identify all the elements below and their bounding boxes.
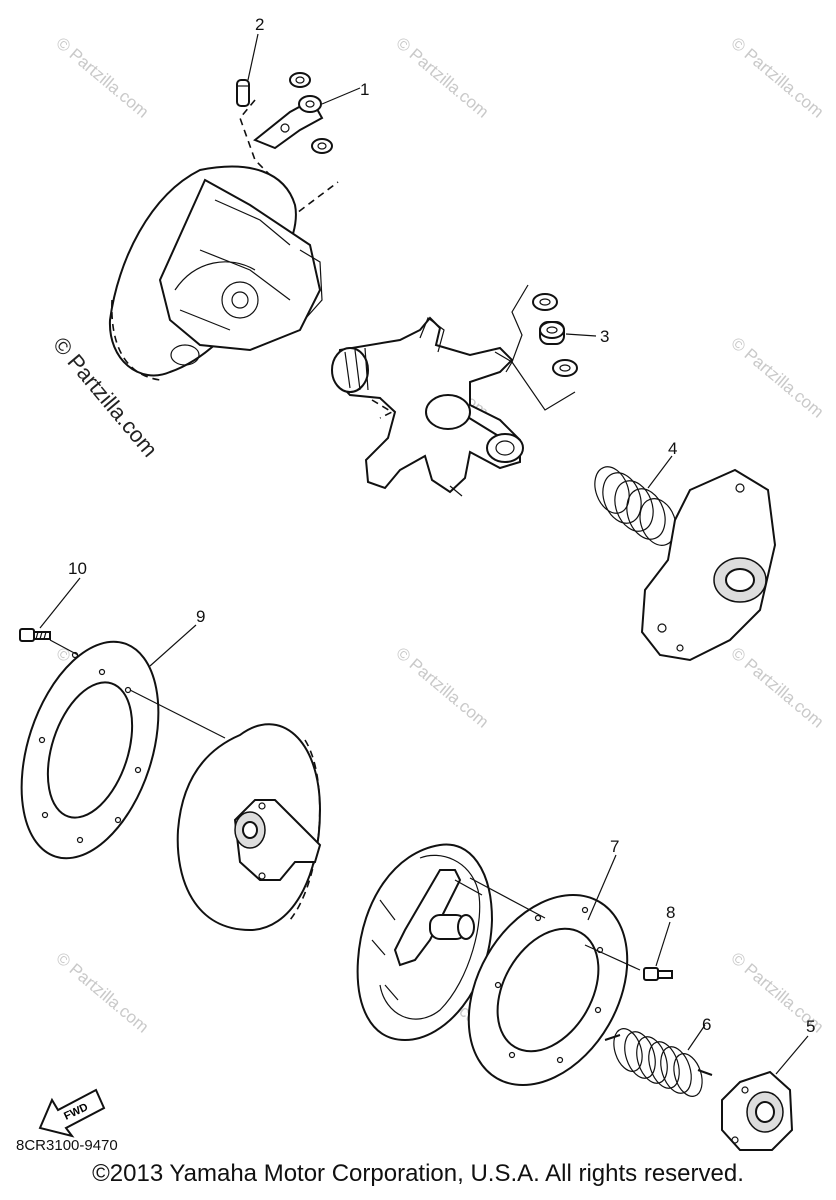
sliding-sheave[interactable] xyxy=(356,843,494,1042)
part-8-bolt[interactable] xyxy=(643,967,673,981)
leader-line xyxy=(39,577,81,629)
watermark: © Partzilla.com xyxy=(392,644,492,732)
leader-line xyxy=(149,624,197,667)
watermark: © Partzilla.com xyxy=(392,34,492,122)
diagram-code: 8CR3100-9470 xyxy=(16,1137,118,1154)
callout-3: 3 xyxy=(600,327,609,346)
leader-line xyxy=(655,921,671,967)
part-10-bolt[interactable] xyxy=(19,628,51,642)
part-4-spring[interactable] xyxy=(589,462,682,550)
part-2-pin[interactable] xyxy=(236,79,250,107)
callout-7: 7 xyxy=(610,837,619,856)
callout-10: 10 xyxy=(68,559,87,578)
callout-9: 9 xyxy=(196,607,205,626)
part-1-weight-arm[interactable] xyxy=(253,72,333,154)
part-6-spring[interactable] xyxy=(604,1025,713,1100)
callout-6: 6 xyxy=(702,1015,711,1034)
assembly-line xyxy=(469,877,546,919)
spider-hub[interactable] xyxy=(331,316,524,497)
assembly-line xyxy=(49,639,79,656)
callout-4: 4 xyxy=(668,439,677,458)
watermark: © Partzilla.com xyxy=(52,34,152,122)
leader-line xyxy=(587,854,617,921)
leader-line xyxy=(687,1024,706,1051)
callout-5: 5 xyxy=(806,1017,815,1036)
callout-2: 2 xyxy=(255,15,264,34)
fwd-arrow-icon: FWD xyxy=(38,1088,106,1138)
watermark: © Partzilla.com xyxy=(727,334,827,422)
leader-line xyxy=(321,87,361,105)
part-7-plate[interactable] xyxy=(436,867,659,1114)
fixed-sheave[interactable] xyxy=(108,165,323,381)
part-5-cap[interactable] xyxy=(721,1070,794,1151)
assembly-line xyxy=(584,944,641,971)
part-9-plate[interactable] xyxy=(0,624,184,875)
callout-1: 1 xyxy=(360,80,369,99)
leader-line xyxy=(775,1035,809,1075)
watermark: © Partzilla.com xyxy=(52,949,152,1037)
leader-line xyxy=(647,455,673,489)
leader-line xyxy=(565,333,597,337)
leader-line xyxy=(247,33,259,81)
part-3-bushings[interactable] xyxy=(532,293,578,377)
copyright-notice: ©2013 Yamaha Motor Corporation, U.S.A. A… xyxy=(92,1160,744,1187)
cam-cover[interactable] xyxy=(640,468,777,662)
watermark: © Partzilla.com xyxy=(727,34,827,122)
watermark: © Partzilla.com xyxy=(727,644,827,732)
assembly-line xyxy=(129,689,226,739)
callout-8: 8 xyxy=(666,903,675,922)
movable-sheave[interactable] xyxy=(176,723,322,932)
assembly-bracket xyxy=(511,284,576,411)
